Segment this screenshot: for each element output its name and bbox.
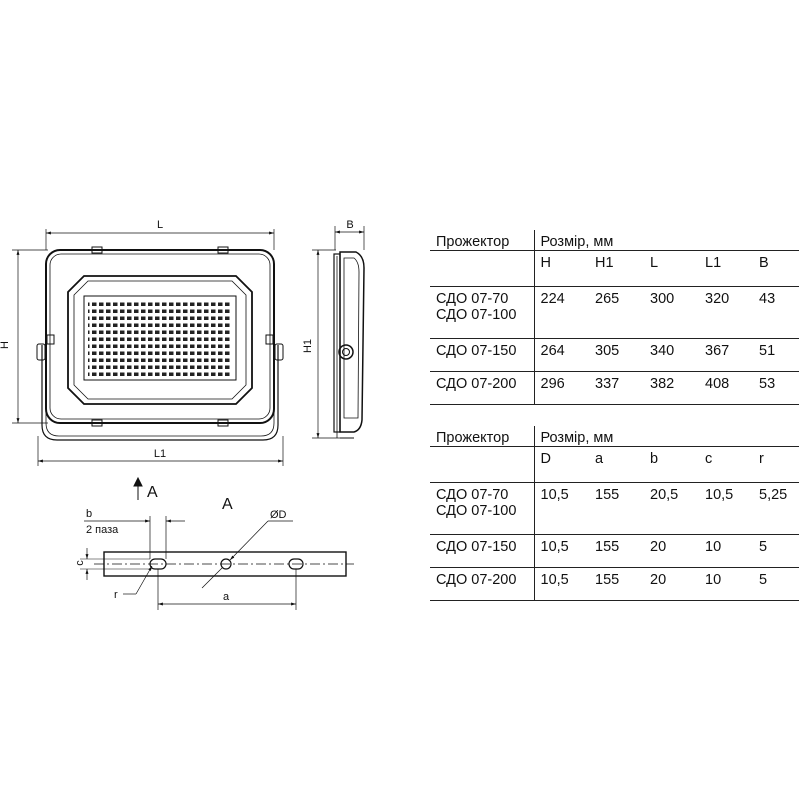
value-cell: 305: [589, 338, 644, 372]
model-name: СДО 07-150: [430, 338, 534, 372]
header-size: Розмір, мм: [533, 230, 799, 251]
value-cell: 264: [533, 338, 589, 372]
col-header: L: [644, 250, 699, 287]
value-cell: 155: [589, 567, 644, 601]
value-cell: 408: [699, 371, 753, 405]
value-cell: 367: [699, 338, 753, 372]
label-a: a: [223, 591, 230, 603]
value-cell: 10,5: [533, 567, 589, 601]
value-cell: 155: [589, 534, 644, 568]
label-r: r: [114, 589, 118, 601]
col-header: H1: [589, 250, 644, 287]
value-cell: 10,5: [699, 482, 753, 535]
col-header: D: [533, 446, 589, 483]
value-cell: 53: [753, 371, 799, 405]
table-row: СДО 07-200 10,5 155 20 10 5: [430, 567, 799, 601]
table-row: СДО 07-200 296 337 382 408 53: [430, 371, 799, 405]
value-cell: 340: [644, 338, 699, 372]
label-b: b: [86, 508, 92, 520]
model-name: СДО 07-100: [436, 503, 517, 519]
label-H: H: [0, 341, 11, 349]
header-model: Прожектор: [430, 230, 534, 251]
value-cell: 10,5: [533, 482, 589, 535]
table-row: СДО 07-150 10,5 155 20 10 5: [430, 534, 799, 568]
table-row: СДО 07-70 СДО 07-100 10,5 155 20,5 10,5 …: [430, 482, 799, 535]
value-cell: 20: [644, 534, 699, 568]
col-header: B: [753, 250, 799, 287]
value-cell: 5: [753, 534, 799, 568]
header-model-blank: [430, 250, 534, 287]
col-header: c: [699, 446, 753, 483]
model-name: СДО 07-100: [436, 307, 517, 323]
value-cell: 382: [644, 371, 699, 405]
label-H1: H1: [302, 339, 314, 353]
value-cell: 320: [699, 286, 753, 339]
model-cell: СДО 07-70 СДО 07-100: [430, 482, 534, 535]
arrow-a-label: A: [147, 484, 158, 501]
label-L1: L1: [154, 448, 166, 460]
value-cell: 20: [644, 567, 699, 601]
bracket-detail: [80, 516, 354, 610]
header-model-blank: [430, 446, 534, 483]
table-row: СДО 07-150 264 305 340 367 51: [430, 338, 799, 372]
header-size: Розмір, мм: [533, 426, 799, 447]
value-cell: 5,25: [753, 482, 799, 535]
model-cell: СДО 07-70 СДО 07-100: [430, 286, 534, 339]
value-cell: 5: [753, 567, 799, 601]
col-header: r: [753, 446, 799, 483]
model-name: СДО 07-70: [436, 291, 509, 307]
label-diameter: ØD: [270, 509, 287, 521]
value-cell: 265: [589, 286, 644, 339]
value-cell: 224: [533, 286, 589, 339]
view-a-label: A: [222, 496, 233, 513]
col-header: L1: [699, 250, 753, 287]
view-arrow: [133, 476, 143, 500]
value-cell: 296: [533, 371, 589, 405]
dimensions-table-1: Прожектор Розмір, мм H H1 L L1 B СДО 07-…: [430, 230, 799, 405]
value-cell: 10: [699, 567, 753, 601]
model-name: СДО 07-200: [430, 371, 534, 405]
label-B: B: [346, 219, 353, 231]
value-cell: 20,5: [644, 482, 699, 535]
value-cell: 10,5: [533, 534, 589, 568]
col-header: H: [533, 250, 589, 287]
col-header: b: [644, 446, 699, 483]
col-header: a: [589, 446, 644, 483]
value-cell: 51: [753, 338, 799, 372]
value-cell: 337: [589, 371, 644, 405]
value-cell: 43: [753, 286, 799, 339]
model-name: СДО 07-200: [430, 567, 534, 601]
value-cell: 10: [699, 534, 753, 568]
header-model: Прожектор: [430, 426, 534, 447]
value-cell: 300: [644, 286, 699, 339]
model-name: СДО 07-70: [436, 487, 509, 503]
side-view: [312, 226, 365, 439]
front-view: [12, 229, 284, 466]
label-slots: 2 паза: [86, 524, 119, 536]
value-cell: 155: [589, 482, 644, 535]
model-name: СДО 07-150: [430, 534, 534, 568]
dimensions-table-2: Прожектор Розмір, мм D a b c r СДО 07-70…: [430, 426, 799, 601]
label-c: c: [74, 560, 86, 566]
label-L: L: [157, 219, 163, 231]
table-row: СДО 07-70 СДО 07-100 224 265 300 320 43: [430, 286, 799, 339]
